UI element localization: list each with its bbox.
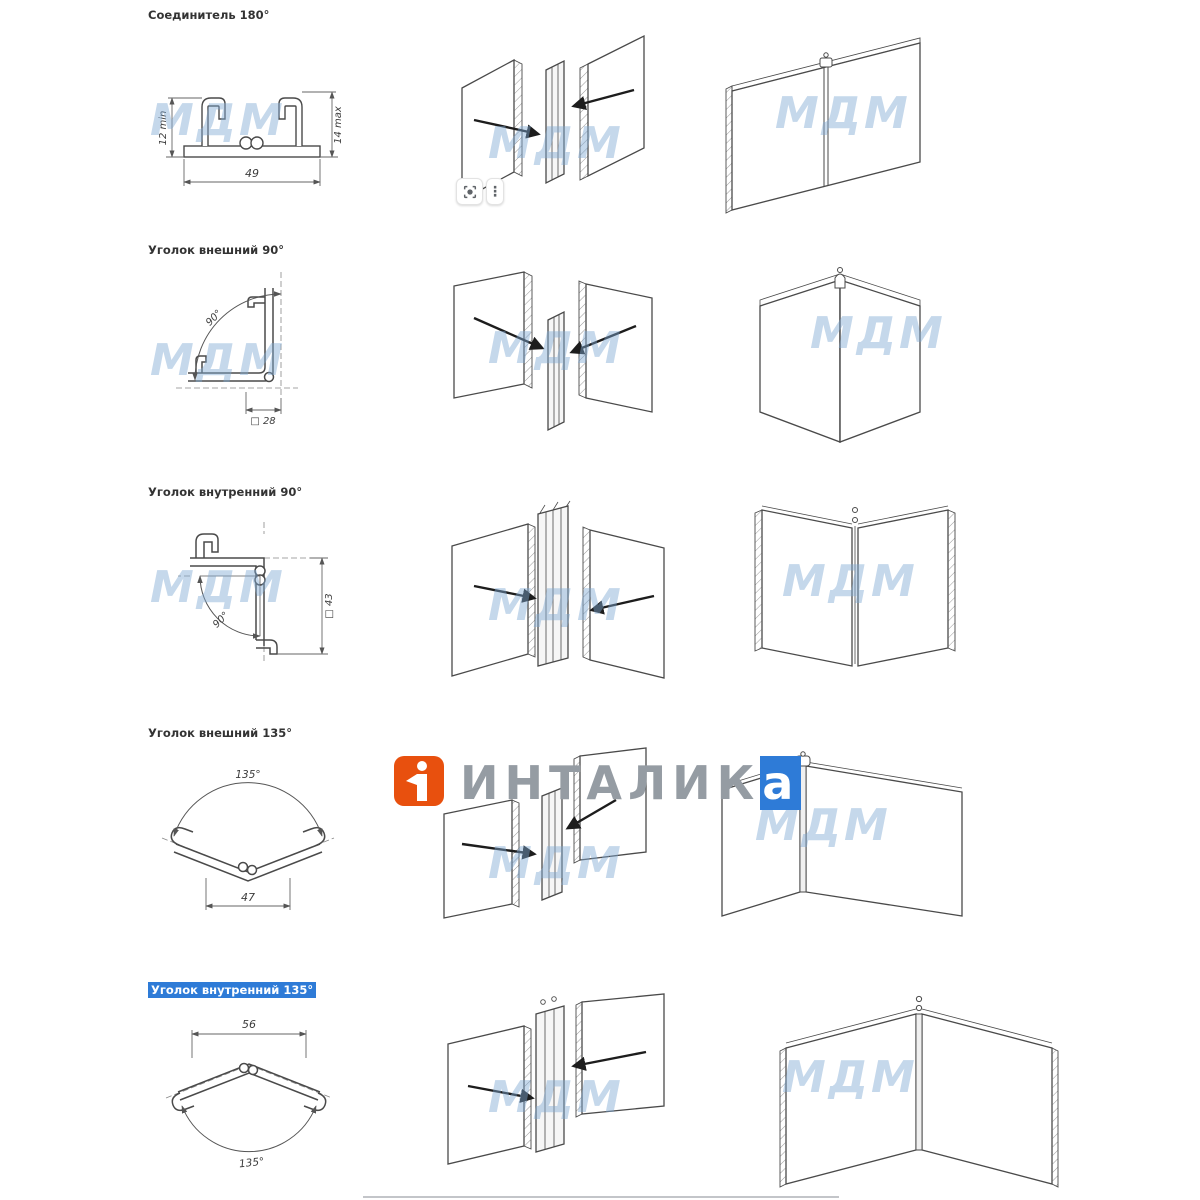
dim-label-left: 12 min [158,111,169,146]
angle-label: 135° [238,1156,264,1171]
insert-arrows [473,88,635,139]
dim-label-side: □ 43 [324,593,335,618]
profile-drawing-corner-ext-135: 135° 47 [161,769,335,910]
assembled-corner [779,995,1059,1188]
dimension-lines [205,878,291,910]
cross-section [171,1062,327,1112]
insert-arrows [461,798,617,860]
assembled-drawing-corner-int-135 [779,995,1059,1188]
profile-drawing-corner-int-135: 56 135° [165,1018,333,1171]
panels-and-profile [451,500,665,679]
angle-arc [181,1105,317,1153]
exploded-drawing-corner-ext-90 [453,271,653,432]
assembled-corner [754,505,956,667]
section-title-corner-int-90: Уголок внутренний 90° [148,485,303,499]
exploded-drawing-corner-ext-135 [443,747,647,919]
logo-icon [392,754,446,812]
cross-section [188,288,275,383]
cross-section [190,533,278,655]
panels-and-profile [443,747,647,919]
logo-text-main: ИНТАЛИК [460,756,761,810]
lens-icon [463,185,476,198]
construction-lines [178,522,310,664]
dim-label-bottom: 49 [245,167,259,180]
dim-label-right: 14 max [333,106,344,144]
angle-label: 135° [235,769,260,781]
logo-text-selected: а [760,756,802,810]
angle-arc [192,291,282,381]
assembled-drawing-connector-180 [725,37,921,214]
profile-drawing-connector-180: 12 min 14 max 49 [158,91,344,186]
image-search-button[interactable] [456,178,483,205]
panels-and-profile [447,993,665,1165]
insert-arrows [467,1050,647,1103]
section-title-connector-180: Соединитель 180° [148,8,270,22]
dim-label-bottom: □ 28 [250,416,275,427]
profile-drawing-corner-int-90: 90° □ 43 [178,522,335,664]
exploded-drawing-corner-int-135 [447,993,665,1165]
panels-and-profile [453,271,653,432]
dimension-lines [191,1030,307,1058]
cross-section [170,826,326,882]
kebab-icon: ⋮ [488,183,502,200]
insert-arrows [473,316,637,355]
angle-label: 90° [204,308,224,328]
panels-and-profile [461,34,645,202]
assembled-drawing-corner-ext-90 [759,267,921,443]
dimension-lines [166,91,338,186]
dim-label-top: 56 [242,1018,256,1031]
exploded-drawing-corner-int-90 [451,500,665,679]
section-title-corner-int-135: Уголок внутренний 135° [148,982,317,998]
cross-section [183,97,321,158]
assembled-panels [725,37,921,214]
assembled-corner [759,267,921,443]
construction-lines [165,1064,333,1099]
assembled-drawing-corner-int-90 [754,505,956,667]
page-divider [363,1196,839,1198]
profile-drawing-corner-ext-90: 90° □ 28 [176,272,298,427]
intalika-logo: ИНТАЛИКа [392,754,802,812]
angle-arc [173,782,323,837]
dimension-lines [245,392,282,414]
insert-arrows [473,584,655,615]
dimension-lines [277,557,328,655]
image-toolbar: ⋮ [456,178,504,205]
image-menu-button[interactable]: ⋮ [486,178,504,205]
section-title-corner-ext-90: Уголок внешний 90° [148,243,284,257]
logo-text: ИНТАЛИКа [460,756,802,810]
construction-lines [176,272,298,396]
dim-label-bottom: 47 [241,891,255,904]
angle-fan [197,575,261,639]
section-title-corner-ext-135: Уголок внешний 135° [148,726,292,740]
exploded-drawing-connector-180 [461,34,645,202]
